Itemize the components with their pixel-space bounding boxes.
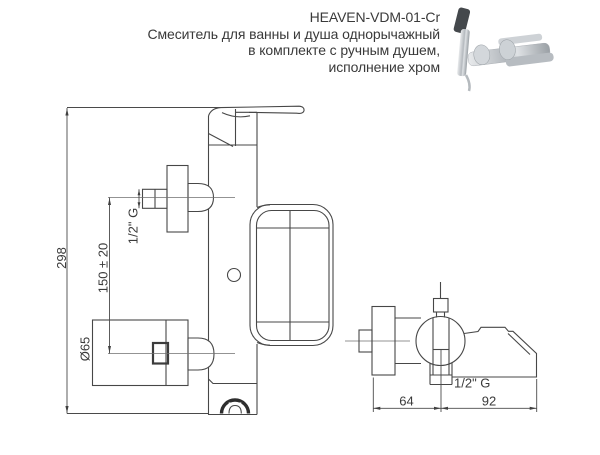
mixer-body-icon xyxy=(467,33,554,67)
product-description-1: Смеситель для ванны и душа однорычажный xyxy=(147,25,440,42)
front-view-drawing: 298 150 ± 20 1/2" G Ø65 xyxy=(54,105,334,416)
upper-wall-connection xyxy=(141,164,215,233)
dim-spacing-150: 150 ± 20 xyxy=(96,197,111,354)
dimension-drawings: 298 150 ± 20 1/2" G Ø65 xyxy=(54,105,538,416)
top-view-wall-connection xyxy=(358,305,421,376)
product-model: HEAVEN-VDM-01-Cr xyxy=(309,9,440,25)
product-description-2: в комплекте с ручным душем, xyxy=(248,42,440,58)
spout-side-view xyxy=(249,203,334,347)
top-view-body xyxy=(415,282,466,375)
dim-height-label: 298 xyxy=(54,247,69,269)
dim-thread-front-label: 1/2" G xyxy=(126,208,141,244)
lower-wall-connection xyxy=(91,319,215,387)
handshower-icon xyxy=(453,7,471,92)
dim-bottom: 64 92 xyxy=(372,350,538,412)
dim-thread-top-label: 1/2" G xyxy=(454,376,490,391)
handshower-hook xyxy=(208,398,257,416)
dim-height-298: 298 xyxy=(54,107,221,414)
dim-wall-offset-label: 64 xyxy=(399,394,413,409)
product-header: HEAVEN-VDM-01-Cr Смеситель для ванны и д… xyxy=(80,9,440,75)
top-view-drawing: 64 92 1/2" G xyxy=(345,282,538,412)
product-description-3: исполнение хром xyxy=(328,58,441,75)
dim-spacing-label: 150 ± 20 xyxy=(96,243,111,294)
dim-thread-front: 1/2" G xyxy=(126,189,141,244)
dim-diameter-label: Ø65 xyxy=(78,337,93,362)
top-view-spout xyxy=(452,326,538,378)
dim-spout-reach-label: 92 xyxy=(482,394,496,409)
product-photo xyxy=(453,7,554,92)
